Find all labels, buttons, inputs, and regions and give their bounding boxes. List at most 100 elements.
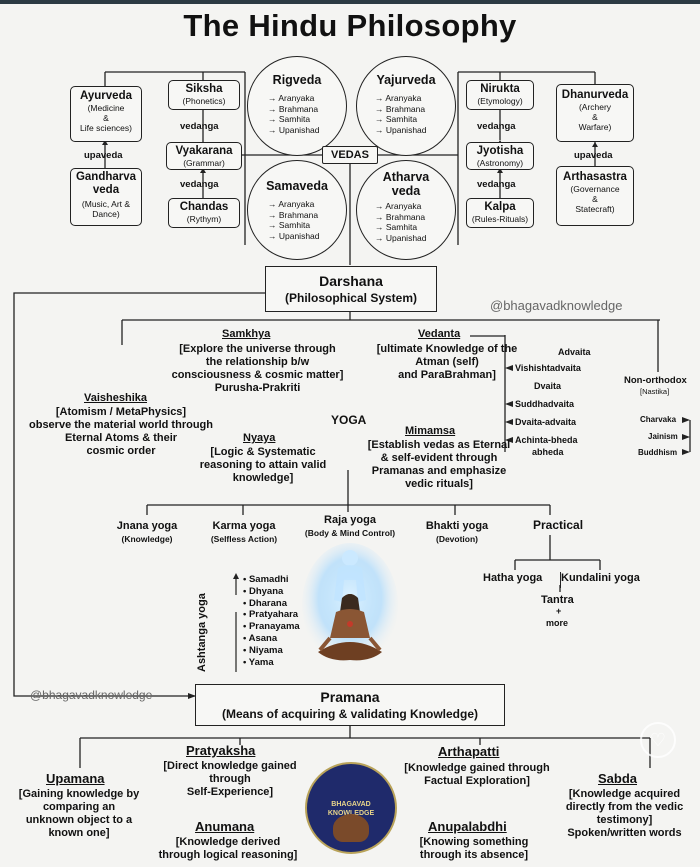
nyaya-desc-line: [Logic & Systematic [210, 446, 316, 458]
vaisheshika-title: Vaisheshika [84, 392, 147, 404]
karma-yoga-title: Karma yoga [212, 520, 276, 532]
chandas-box: Chandas (Rythym) [168, 198, 240, 228]
raja-yoga-title: Raja yoga [324, 514, 376, 526]
yajurveda-part: → Upanishad [375, 124, 427, 135]
atharvaveda-title-1: Atharva [382, 170, 430, 184]
samkhya-title: Samkhya [222, 328, 271, 340]
ashtanga-limb: Pranayama [243, 621, 300, 633]
jnana-yoga-sub: (Knowledge) [121, 534, 173, 544]
yajurveda-circle: Yajurveda → Aranyaka → Brahmana → Samhit… [356, 56, 456, 156]
practical-divider [560, 572, 561, 588]
ashtanga-limb: Pratyahara [243, 609, 300, 621]
mimamsa-desc: [Establish vedas as Eternal & self-evide… [353, 439, 525, 491]
pramana-box: Pramana (Means of acquiring & validating… [195, 684, 505, 726]
yoga-label: YOGA [331, 413, 367, 427]
kundalini-yoga: Kundalini yoga [561, 572, 640, 584]
upamana-desc-line: known one] [48, 827, 110, 839]
watermark-bottom: @bhagavadknowledge [30, 688, 153, 702]
nastika-item: Buddhism [638, 448, 678, 457]
watermark-top: @bhagavadknowledge [490, 298, 623, 313]
dhanurveda-title: Dhanurveda [561, 89, 629, 101]
vedanta-school: abheda [532, 447, 564, 457]
samaveda-title: Samaveda [266, 179, 328, 193]
vyakarana-sub: (Grammar) [183, 158, 225, 168]
raja-yoga: Raja yoga (Body & Mind Control) [292, 514, 408, 540]
vedanta-school: Suddhadvaita [515, 399, 575, 409]
anupalabdhi-desc-line: through its absence] [419, 849, 529, 861]
nyaya-desc: [Logic & Systematic reasoning to attain … [188, 446, 338, 485]
karma-yoga-sub: (Selfless Action) [210, 534, 278, 544]
vaisheshika-desc-line: [Atomism / MetaPhysics] [55, 406, 187, 418]
darshana-title: Darshana [319, 273, 383, 289]
upamana-desc-line: [Gaining knowledge by [18, 788, 140, 800]
sabda-desc-line: Spoken/written words [567, 827, 682, 839]
pratyaksha-desc-line: Self-Experience] [186, 786, 274, 798]
vedas-label: VEDAS [322, 146, 378, 164]
samkhya-desc-line: Purusha-Prakriti [214, 382, 301, 394]
rigveda-part: → Brahmana [268, 103, 319, 114]
anumana-title: Anumana [195, 819, 255, 834]
pratyaksha-desc-line: [Direct knowledge gained [163, 760, 297, 772]
vedanta-school: Achinta-bheda [515, 435, 578, 445]
samkhya-desc: [Explore the universe through the relati… [160, 343, 355, 395]
sabda-desc-line: [Knowledge acquired [568, 788, 681, 800]
top-bar [0, 0, 700, 4]
gandharva-sub-1: (Music, Art & [81, 199, 131, 209]
nyaya-desc-line: reasoning to attain valid [199, 459, 327, 471]
right-vedanga-label-1: vedanga [477, 121, 516, 132]
vedanta-school: Vishishtadvaita [515, 363, 581, 373]
meditating-figure-illustration [302, 543, 398, 667]
atharvaveda-part: → Upanishad [375, 232, 427, 243]
sabda-desc-line: directly from the vedic [565, 801, 684, 813]
non-orthodox-title: Non-orthodox [624, 375, 687, 386]
vedanta-desc: [ultimate Knowledge of the Atman (self) … [362, 343, 532, 382]
anupalabdhi-desc: [Knowing something through its absence] [402, 836, 546, 862]
samaveda-part: → Brahmana [268, 209, 319, 220]
upamana-desc-line: comparing an [42, 801, 116, 813]
nastika-item: Charvaka [640, 415, 677, 424]
mimamsa-desc-line: & self-evident through [380, 452, 498, 464]
vaisheshika-desc-line: observe the material world through [29, 419, 213, 431]
pramana-title: Pramana [320, 689, 380, 705]
vedanta-desc-line: and ParaBrahman] [398, 369, 496, 381]
page-title: The Hindu Philosophy [183, 8, 517, 43]
ashtanga-limb: Dhyana [243, 586, 300, 598]
nirukta-title: Nirukta [480, 83, 520, 95]
arthasastra-box: Arthasastra (Governance & Statecraft) [556, 166, 634, 226]
samaveda-part: → Upanishad [268, 230, 320, 241]
rigveda-part: → Samhita [268, 114, 311, 124]
yajurveda-part: → Samhita [375, 114, 418, 124]
vedanta-school: Dvaita-advaita [515, 417, 577, 427]
upamana-desc-line: unknown object to a [25, 814, 133, 826]
jyotisha-title: Jyotisha [476, 145, 524, 157]
yajurveda-part: → Brahmana [375, 103, 426, 114]
gandharva-sub-2: Dance) [92, 209, 120, 219]
tantra: Tantra [541, 594, 574, 606]
siksha-box: Siksha (Phonetics) [168, 80, 240, 110]
rigveda-part: → Upanishad [268, 124, 320, 135]
mimamsa-desc-line: [Establish vedas as Eternal [367, 439, 511, 451]
ashtanga-limb: Yama [243, 657, 300, 669]
ayurveda-sub-2: & [103, 113, 109, 123]
mimamsa-desc-line: Pramanas and emphasize [371, 465, 507, 477]
arthasastra-title: Arthasastra [563, 171, 627, 183]
ayurveda-title: Ayurveda [80, 90, 132, 102]
arthasastra-sub-2: & [592, 194, 598, 204]
vedanta-school: Dvaita [534, 381, 562, 391]
practical-more: more [546, 618, 569, 628]
mimamsa-desc-line: vedic rituals] [405, 478, 473, 490]
gandharva-title-1: Gandharva [75, 171, 137, 183]
atharvaveda-part: → Brahmana [375, 211, 426, 222]
upamana-desc: [Gaining knowledge by comparing an unkno… [4, 788, 154, 840]
samaveda-circle: Samaveda → Aranyaka → Brahmana → Samhita… [247, 160, 347, 260]
anumana-desc: [Knowledge derived through logical reaso… [148, 836, 308, 862]
heart-icon[interactable]: ♡ [640, 722, 676, 758]
anumana-desc-line: through logical reasoning] [158, 849, 298, 861]
dhanurveda-sub-2: & [592, 112, 598, 122]
ashtanga-limb: Samadhi [243, 574, 300, 586]
nyaya-desc-line: knowledge] [232, 472, 294, 484]
sabda-desc: [Knowledge acquired directly from the ve… [552, 788, 697, 840]
logo-figure [333, 814, 369, 842]
dhanurveda-box: Dhanurveda (Archery & Warfare) [556, 84, 634, 142]
jnana-yoga-title: Jnana yoga [116, 520, 178, 532]
